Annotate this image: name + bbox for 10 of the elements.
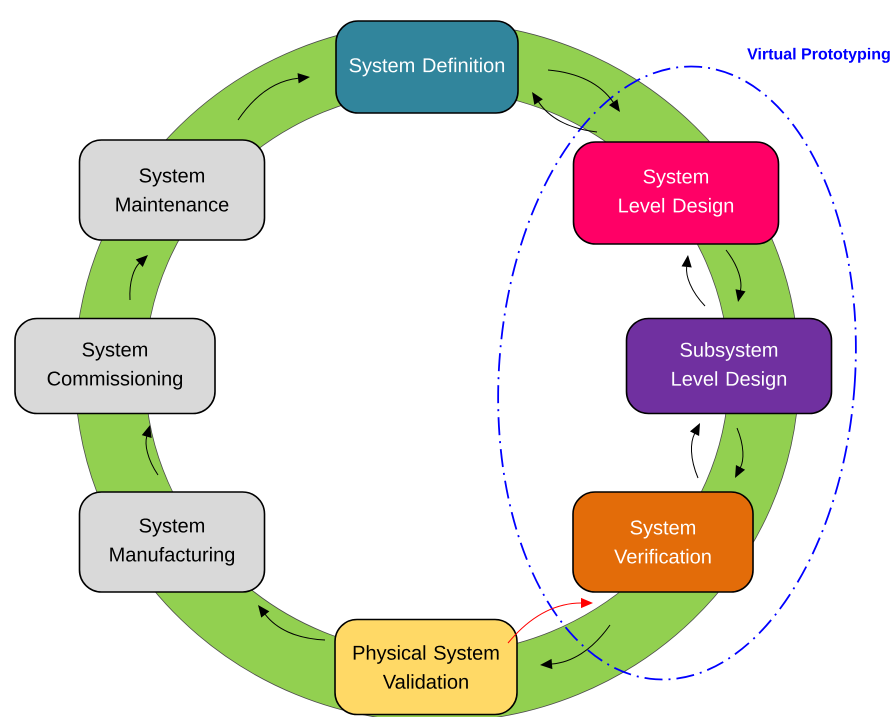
process-box: System Level Design bbox=[572, 141, 780, 245]
process-box: System Definition bbox=[335, 20, 519, 114]
process-box: System Commissioning bbox=[14, 318, 216, 414]
process-box: Physical System Validation bbox=[334, 618, 518, 716]
arrow bbox=[129, 255, 148, 300]
process-box: Subsystem Level Design bbox=[626, 318, 832, 414]
process-box: System Verification bbox=[572, 491, 754, 593]
region-label: Virtual Prototyping bbox=[747, 48, 890, 63]
process-box: System Maintenance bbox=[78, 139, 266, 241]
process-box: System Manufacturing bbox=[78, 491, 266, 593]
